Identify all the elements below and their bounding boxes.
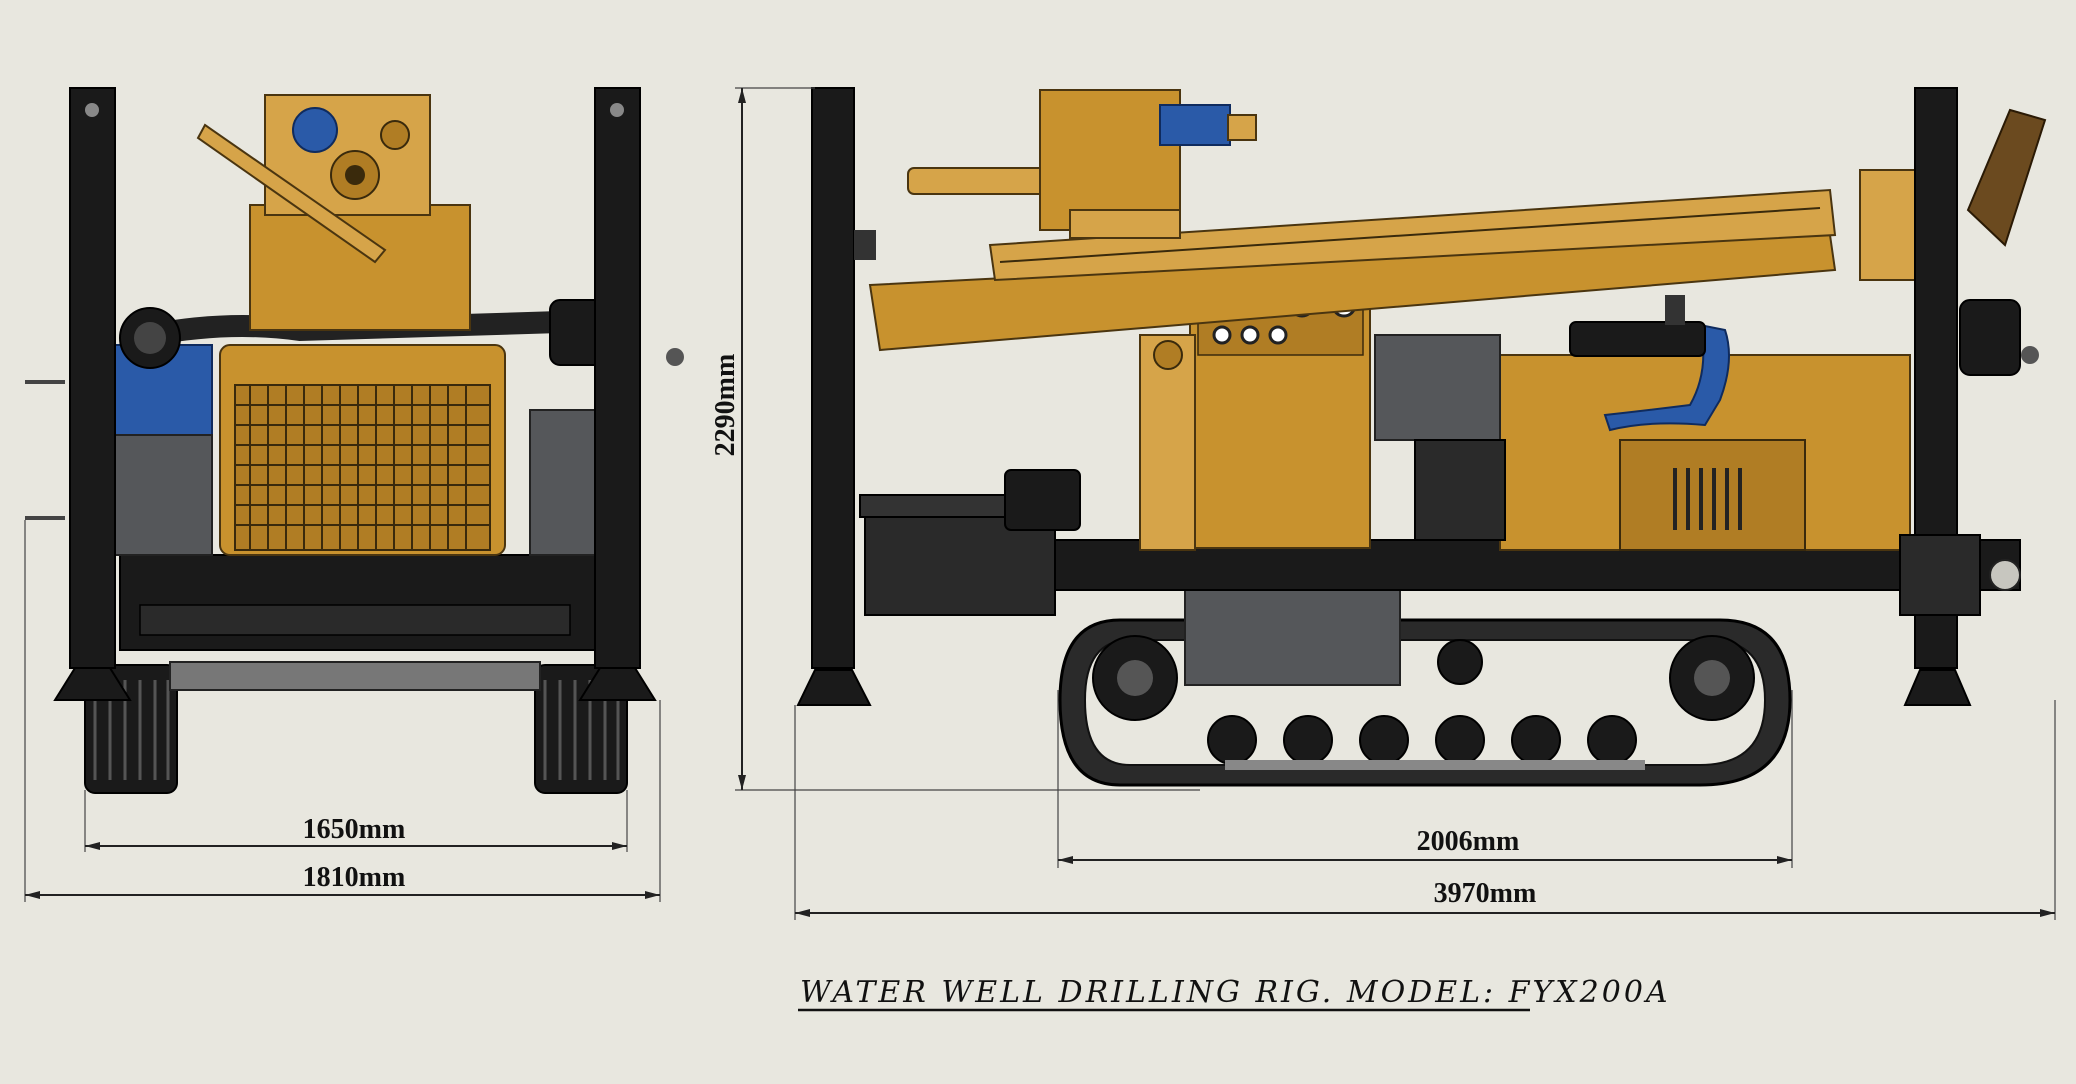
- side-view: [796, 87, 2047, 787]
- front-axle: [169, 661, 541, 691]
- front-track-width-label: 1650mm: [303, 814, 406, 845]
- side-dimension-lines: [735, 87, 2056, 920]
- front-hydraulic-motor: [292, 107, 338, 153]
- front-side-panel: [529, 409, 596, 556]
- side-overall-length-label: 3970mm: [1434, 878, 1537, 909]
- front-right-mast: [578, 87, 657, 701]
- radiator-grill: [234, 384, 491, 551]
- side-hydraulic-motor: [1159, 104, 1231, 146]
- front-left-mast: [53, 87, 132, 701]
- front-overall-width-label: 1810mm: [303, 862, 406, 893]
- front-dimension-lines: [24, 520, 661, 902]
- front-view: [25, 87, 684, 794]
- side-rear-mast: [1899, 87, 2039, 706]
- side-rotary-head: [1039, 89, 1181, 231]
- front-diagonal-arm: [196, 123, 387, 264]
- overall-height-label: 2290mm: [710, 354, 741, 457]
- side-crawler-track: [1058, 618, 1792, 787]
- front-gearbox: [249, 204, 471, 331]
- side-feed-mast: [868, 169, 1916, 352]
- side-front-mast: [796, 87, 876, 706]
- side-track-length-label: 2006mm: [1417, 826, 1520, 857]
- side-leveling-cylinder: [859, 494, 1006, 518]
- drawing-title: WATER WELL DRILLING RIG. MODEL: FYX200A: [800, 975, 1671, 1010]
- rear-support-arm: [1966, 108, 2047, 247]
